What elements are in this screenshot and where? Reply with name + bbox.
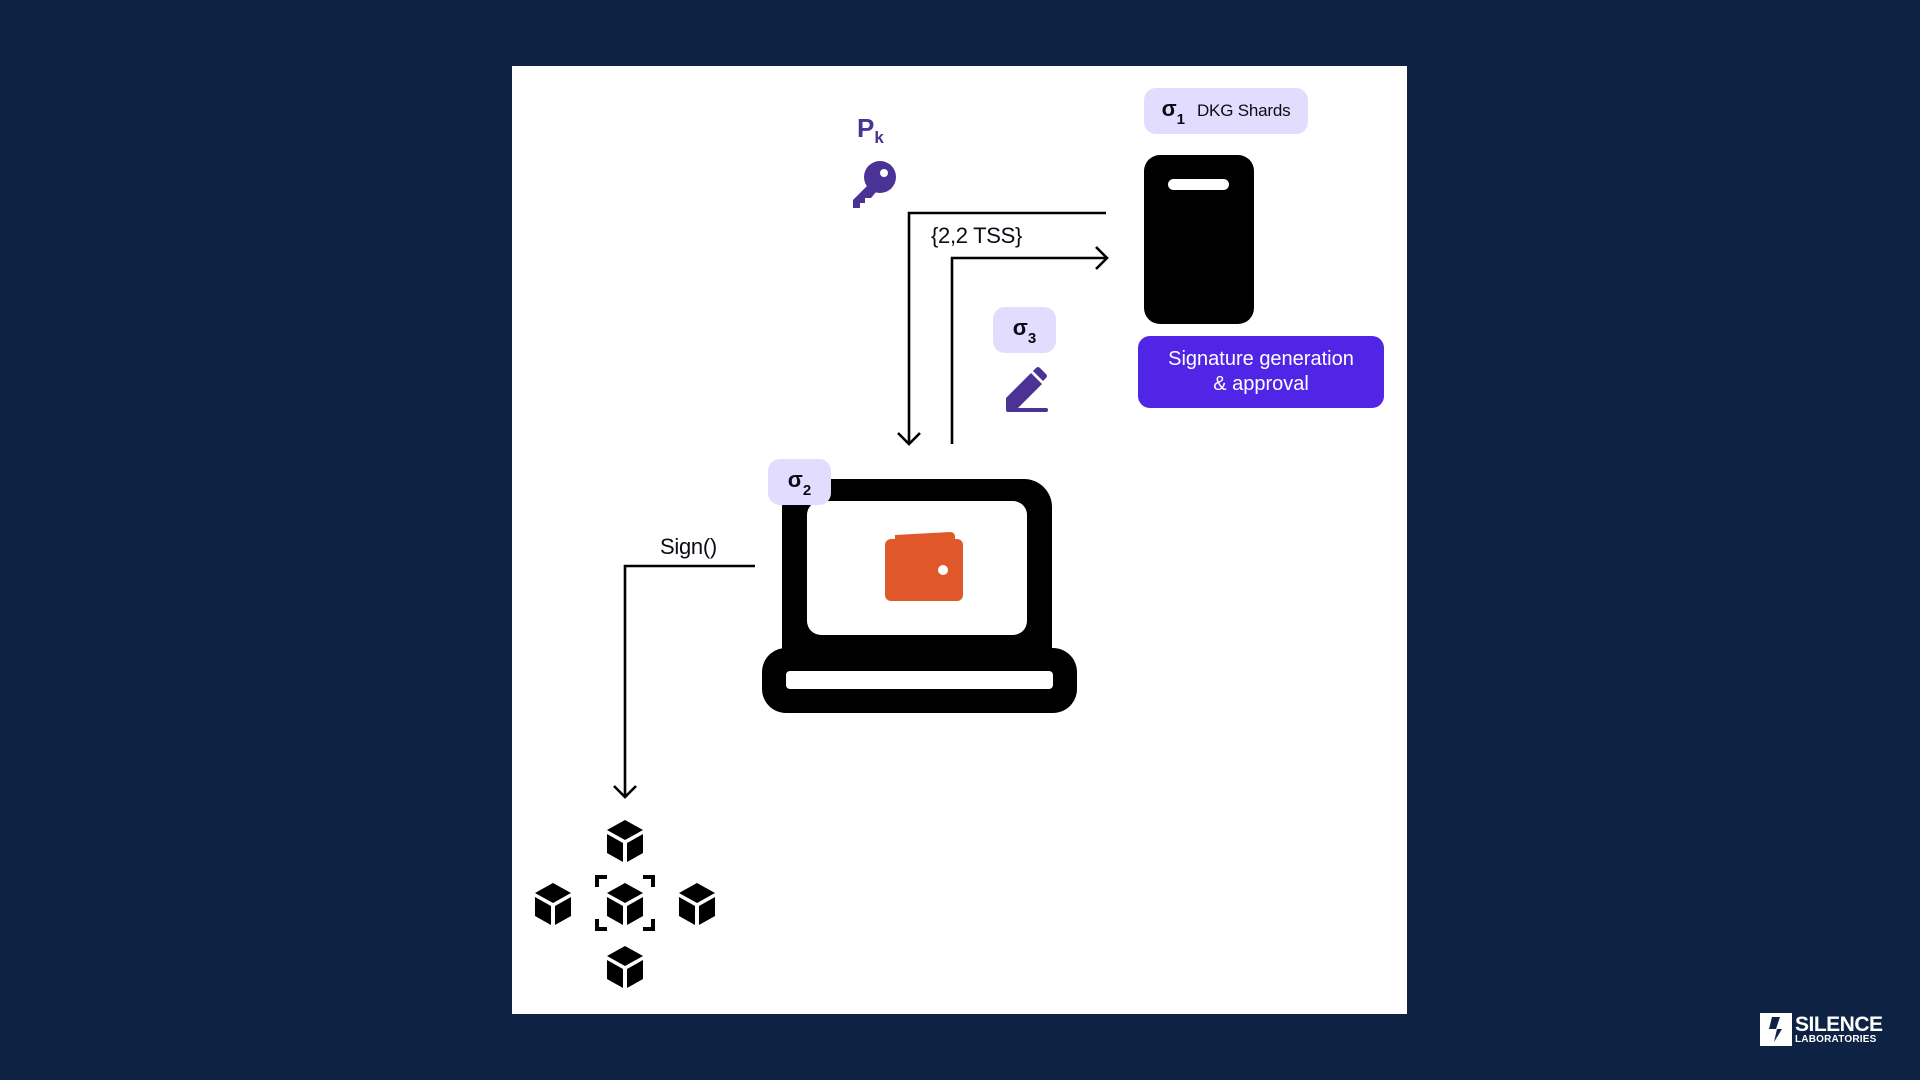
cta-line2: & approval bbox=[1213, 373, 1309, 395]
arrow-laptop-to-chain bbox=[623, 564, 755, 797]
public-key-label: Pk bbox=[857, 113, 884, 148]
sigma1-symbol: σ1 bbox=[1161, 96, 1185, 128]
sigma2-badge: σ2 bbox=[768, 459, 831, 505]
signature-generation-approval-button[interactable]: Signature generation & approval bbox=[1138, 336, 1384, 408]
arrowhead-right-server bbox=[1095, 246, 1109, 270]
dkg-shards-label: DKG Shards bbox=[1196, 101, 1291, 120]
sigma1-dkg-shards-badge: σ1 DKG Shards bbox=[1144, 88, 1308, 134]
sign-label: Sign() bbox=[660, 534, 717, 559]
arrow-server-to-laptop bbox=[907, 211, 1106, 444]
cta-line1: Signature generation bbox=[1168, 348, 1354, 370]
logo-mark-icon bbox=[1760, 1013, 1792, 1046]
sigma3-badge: σ3 bbox=[993, 307, 1056, 353]
server-icon bbox=[1144, 155, 1254, 324]
silence-laboratories-logo: SILENCE LABORATORIES bbox=[1760, 1013, 1883, 1046]
arrow-laptop-to-server bbox=[950, 256, 1107, 444]
pencil-icon bbox=[1006, 367, 1048, 412]
arrowhead-down-chain bbox=[613, 785, 637, 799]
blockchain-network-icon bbox=[535, 820, 715, 988]
diagram-panel: Pk σ1 DKG Shards Signature generation & … bbox=[512, 66, 1407, 1014]
tss-label: {2,2 TSS} bbox=[931, 223, 1023, 248]
key-icon bbox=[853, 161, 896, 208]
logo-name: SILENCE bbox=[1795, 1013, 1883, 1036]
arrowhead-down-laptop bbox=[897, 432, 921, 446]
logo-subname: LABORATORIES bbox=[1795, 1034, 1877, 1045]
wallet-icon bbox=[885, 532, 963, 601]
connector-lines bbox=[613, 211, 1109, 799]
